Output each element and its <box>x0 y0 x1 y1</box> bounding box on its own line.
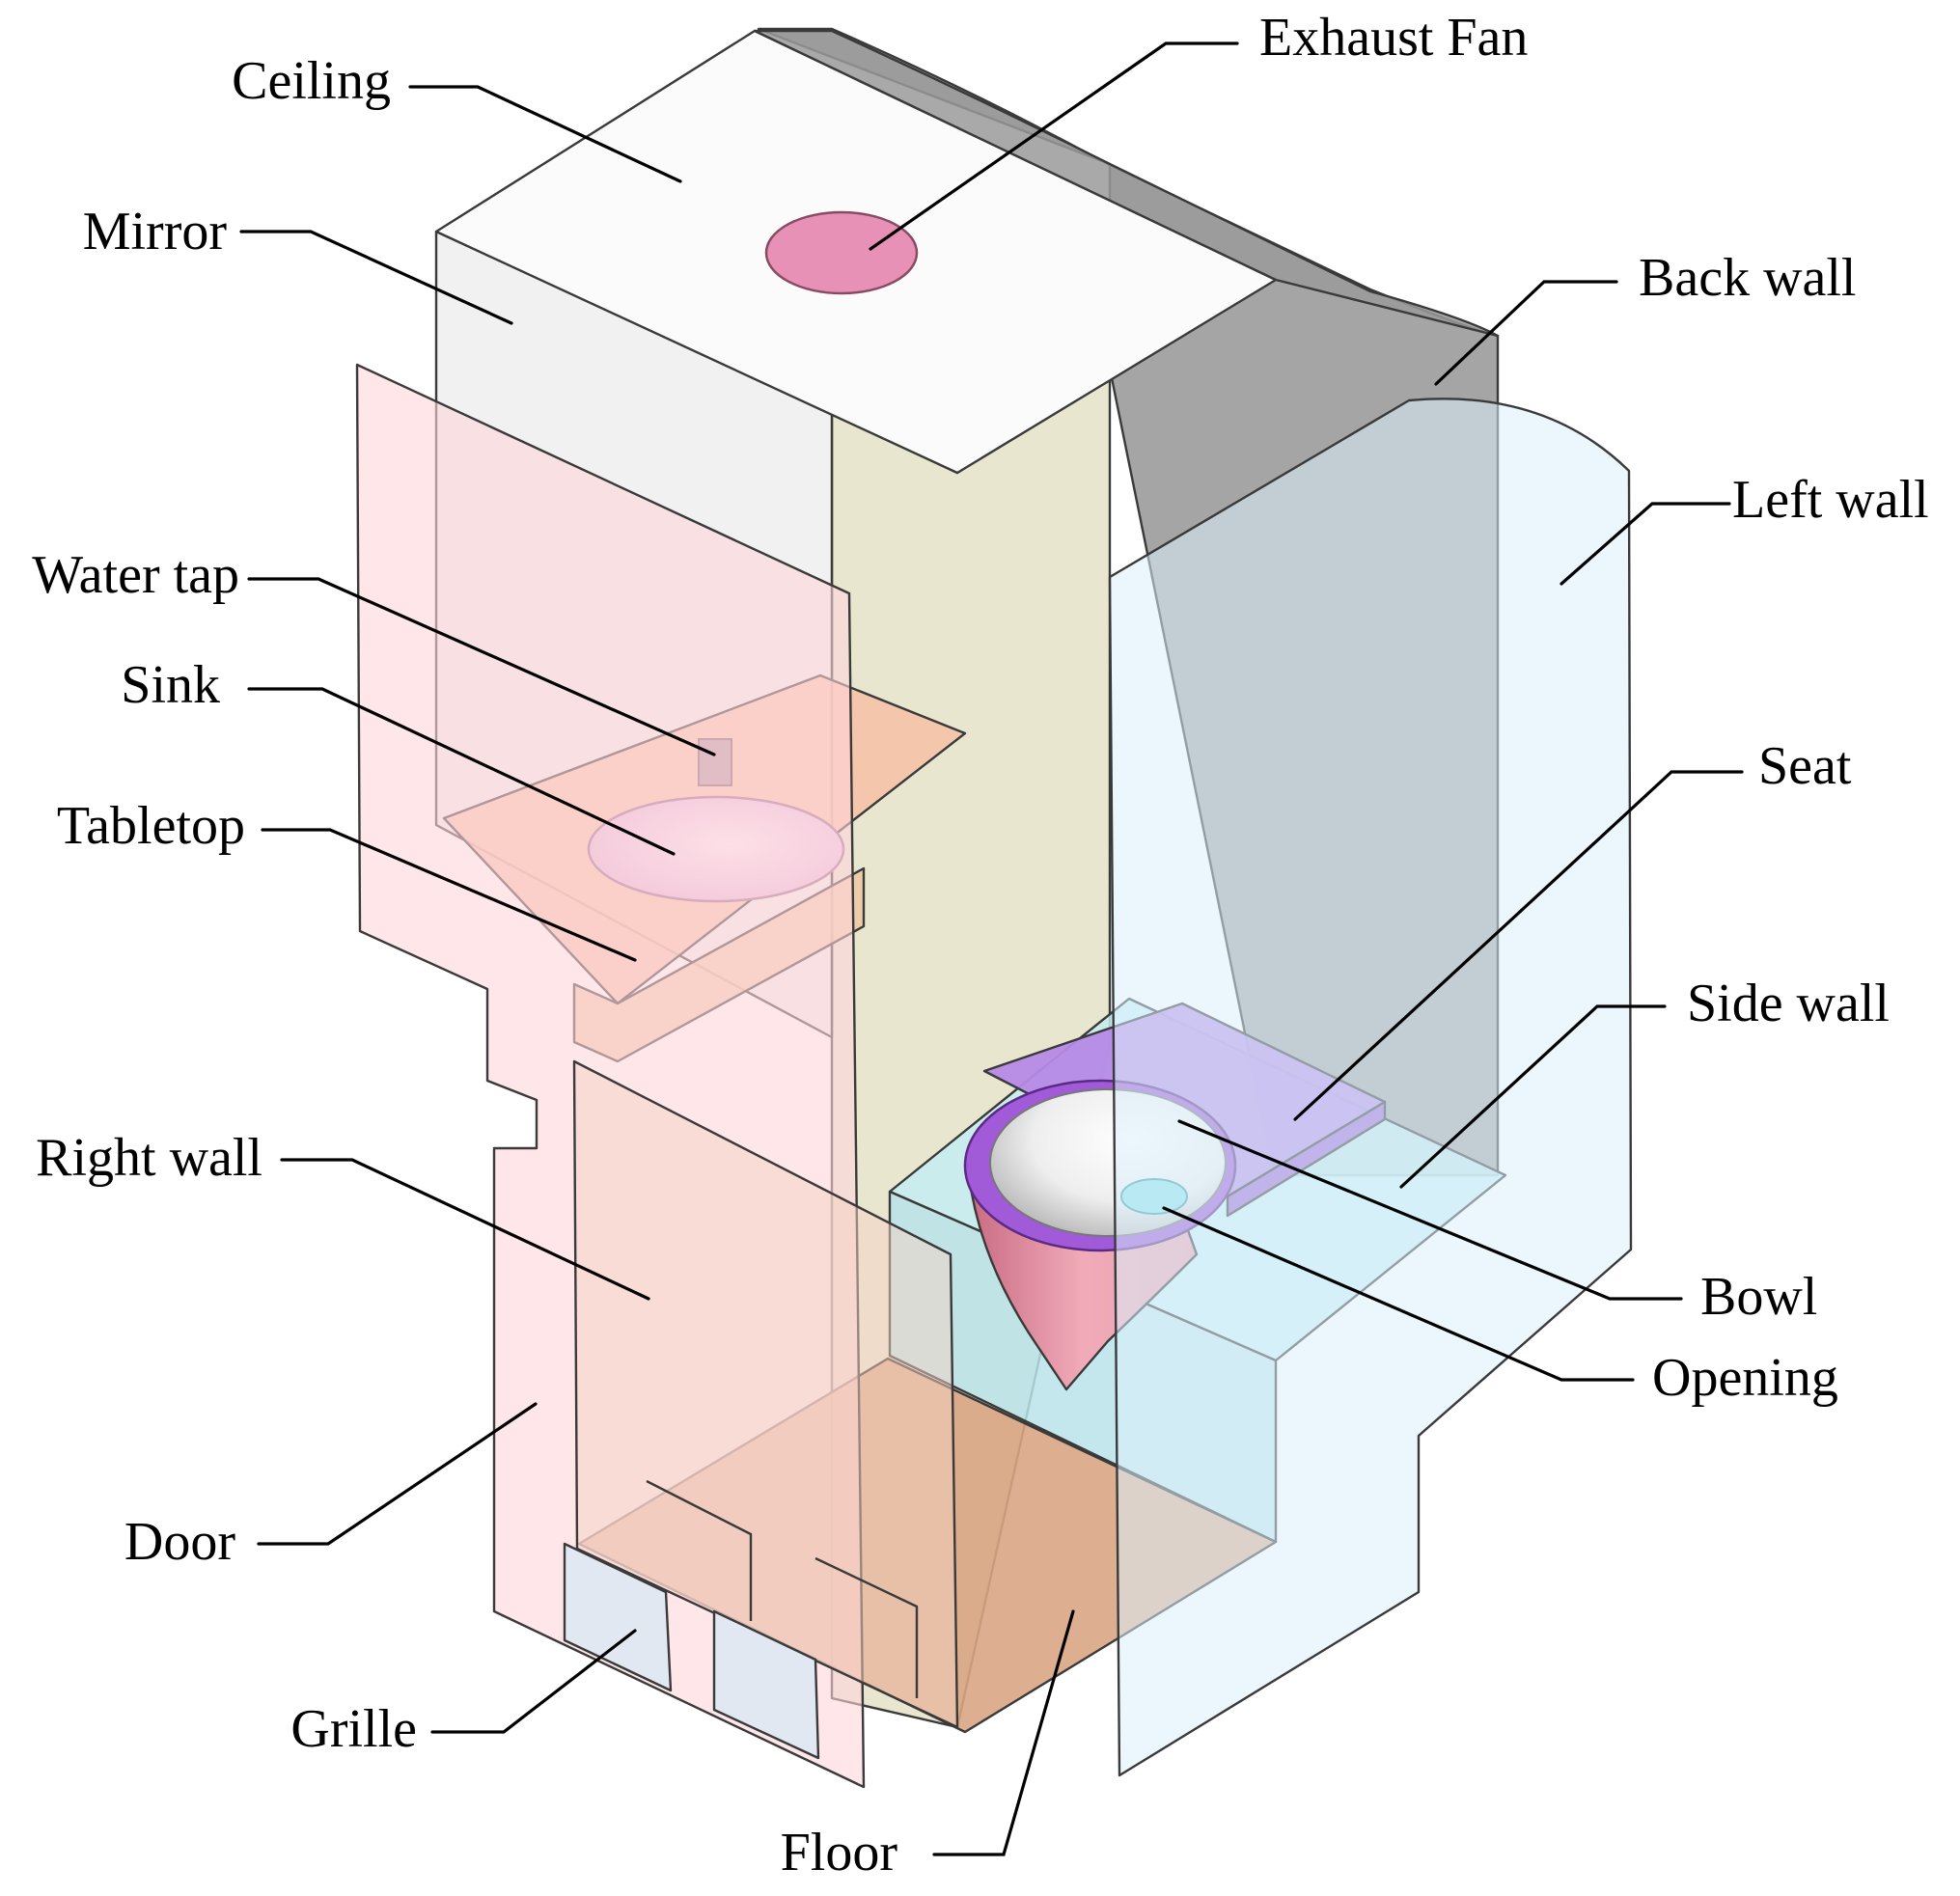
geometry <box>355 27 1633 1789</box>
grille-right <box>712 1609 820 1760</box>
left-wall-panel <box>1108 398 1633 1777</box>
right-wall-face <box>572 1059 959 1729</box>
leader-back-wall <box>1434 280 1618 386</box>
floor-trim <box>646 1479 919 1698</box>
leader-ceiling <box>408 85 682 183</box>
leader-right-wall <box>280 1158 650 1301</box>
label-grille: Grille <box>290 1699 417 1759</box>
label-left-wall: Left wall <box>1732 470 1929 530</box>
ceiling-bevel <box>753 29 1500 338</box>
labels: Ceiling Exhaust Fan Mirror Back wall Lef… <box>32 8 1928 1882</box>
label-tabletop: Tabletop <box>57 796 245 856</box>
leader-exhaust-fan <box>869 41 1239 251</box>
grille-left <box>563 1542 673 1692</box>
leader-grille <box>430 1629 637 1734</box>
label-seat: Seat <box>1758 736 1852 796</box>
leader-sink <box>247 687 676 856</box>
leader-bowl <box>1177 1119 1683 1301</box>
label-bowl: Bowl <box>1700 1267 1817 1327</box>
leader-opening <box>1162 1206 1635 1382</box>
label-side-wall: Side wall <box>1687 974 1890 1033</box>
label-floor: Floor <box>781 1823 898 1882</box>
leader-left-wall <box>1560 502 1731 586</box>
label-exhaust-fan: Exhaust Fan <box>1259 8 1528 68</box>
label-door: Door <box>124 1512 235 1572</box>
leader-water-tap <box>247 577 716 756</box>
leader-seat <box>1293 770 1744 1121</box>
leader-side-wall <box>1399 1004 1667 1189</box>
label-water-tap: Water tap <box>32 545 239 605</box>
leader-lines <box>239 41 1744 1856</box>
leader-mirror <box>239 230 513 325</box>
label-right-wall: Right wall <box>36 1128 262 1188</box>
label-sink: Sink <box>121 655 220 715</box>
label-opening: Opening <box>1652 1348 1838 1408</box>
exhaust-fan-disc <box>764 210 919 295</box>
label-back-wall: Back wall <box>1639 248 1856 308</box>
label-mirror: Mirror <box>83 202 228 261</box>
leader-door <box>257 1402 538 1546</box>
label-ceiling: Ceiling <box>232 51 391 111</box>
leader-tabletop <box>261 828 637 962</box>
leader-floor <box>932 1609 1075 1856</box>
